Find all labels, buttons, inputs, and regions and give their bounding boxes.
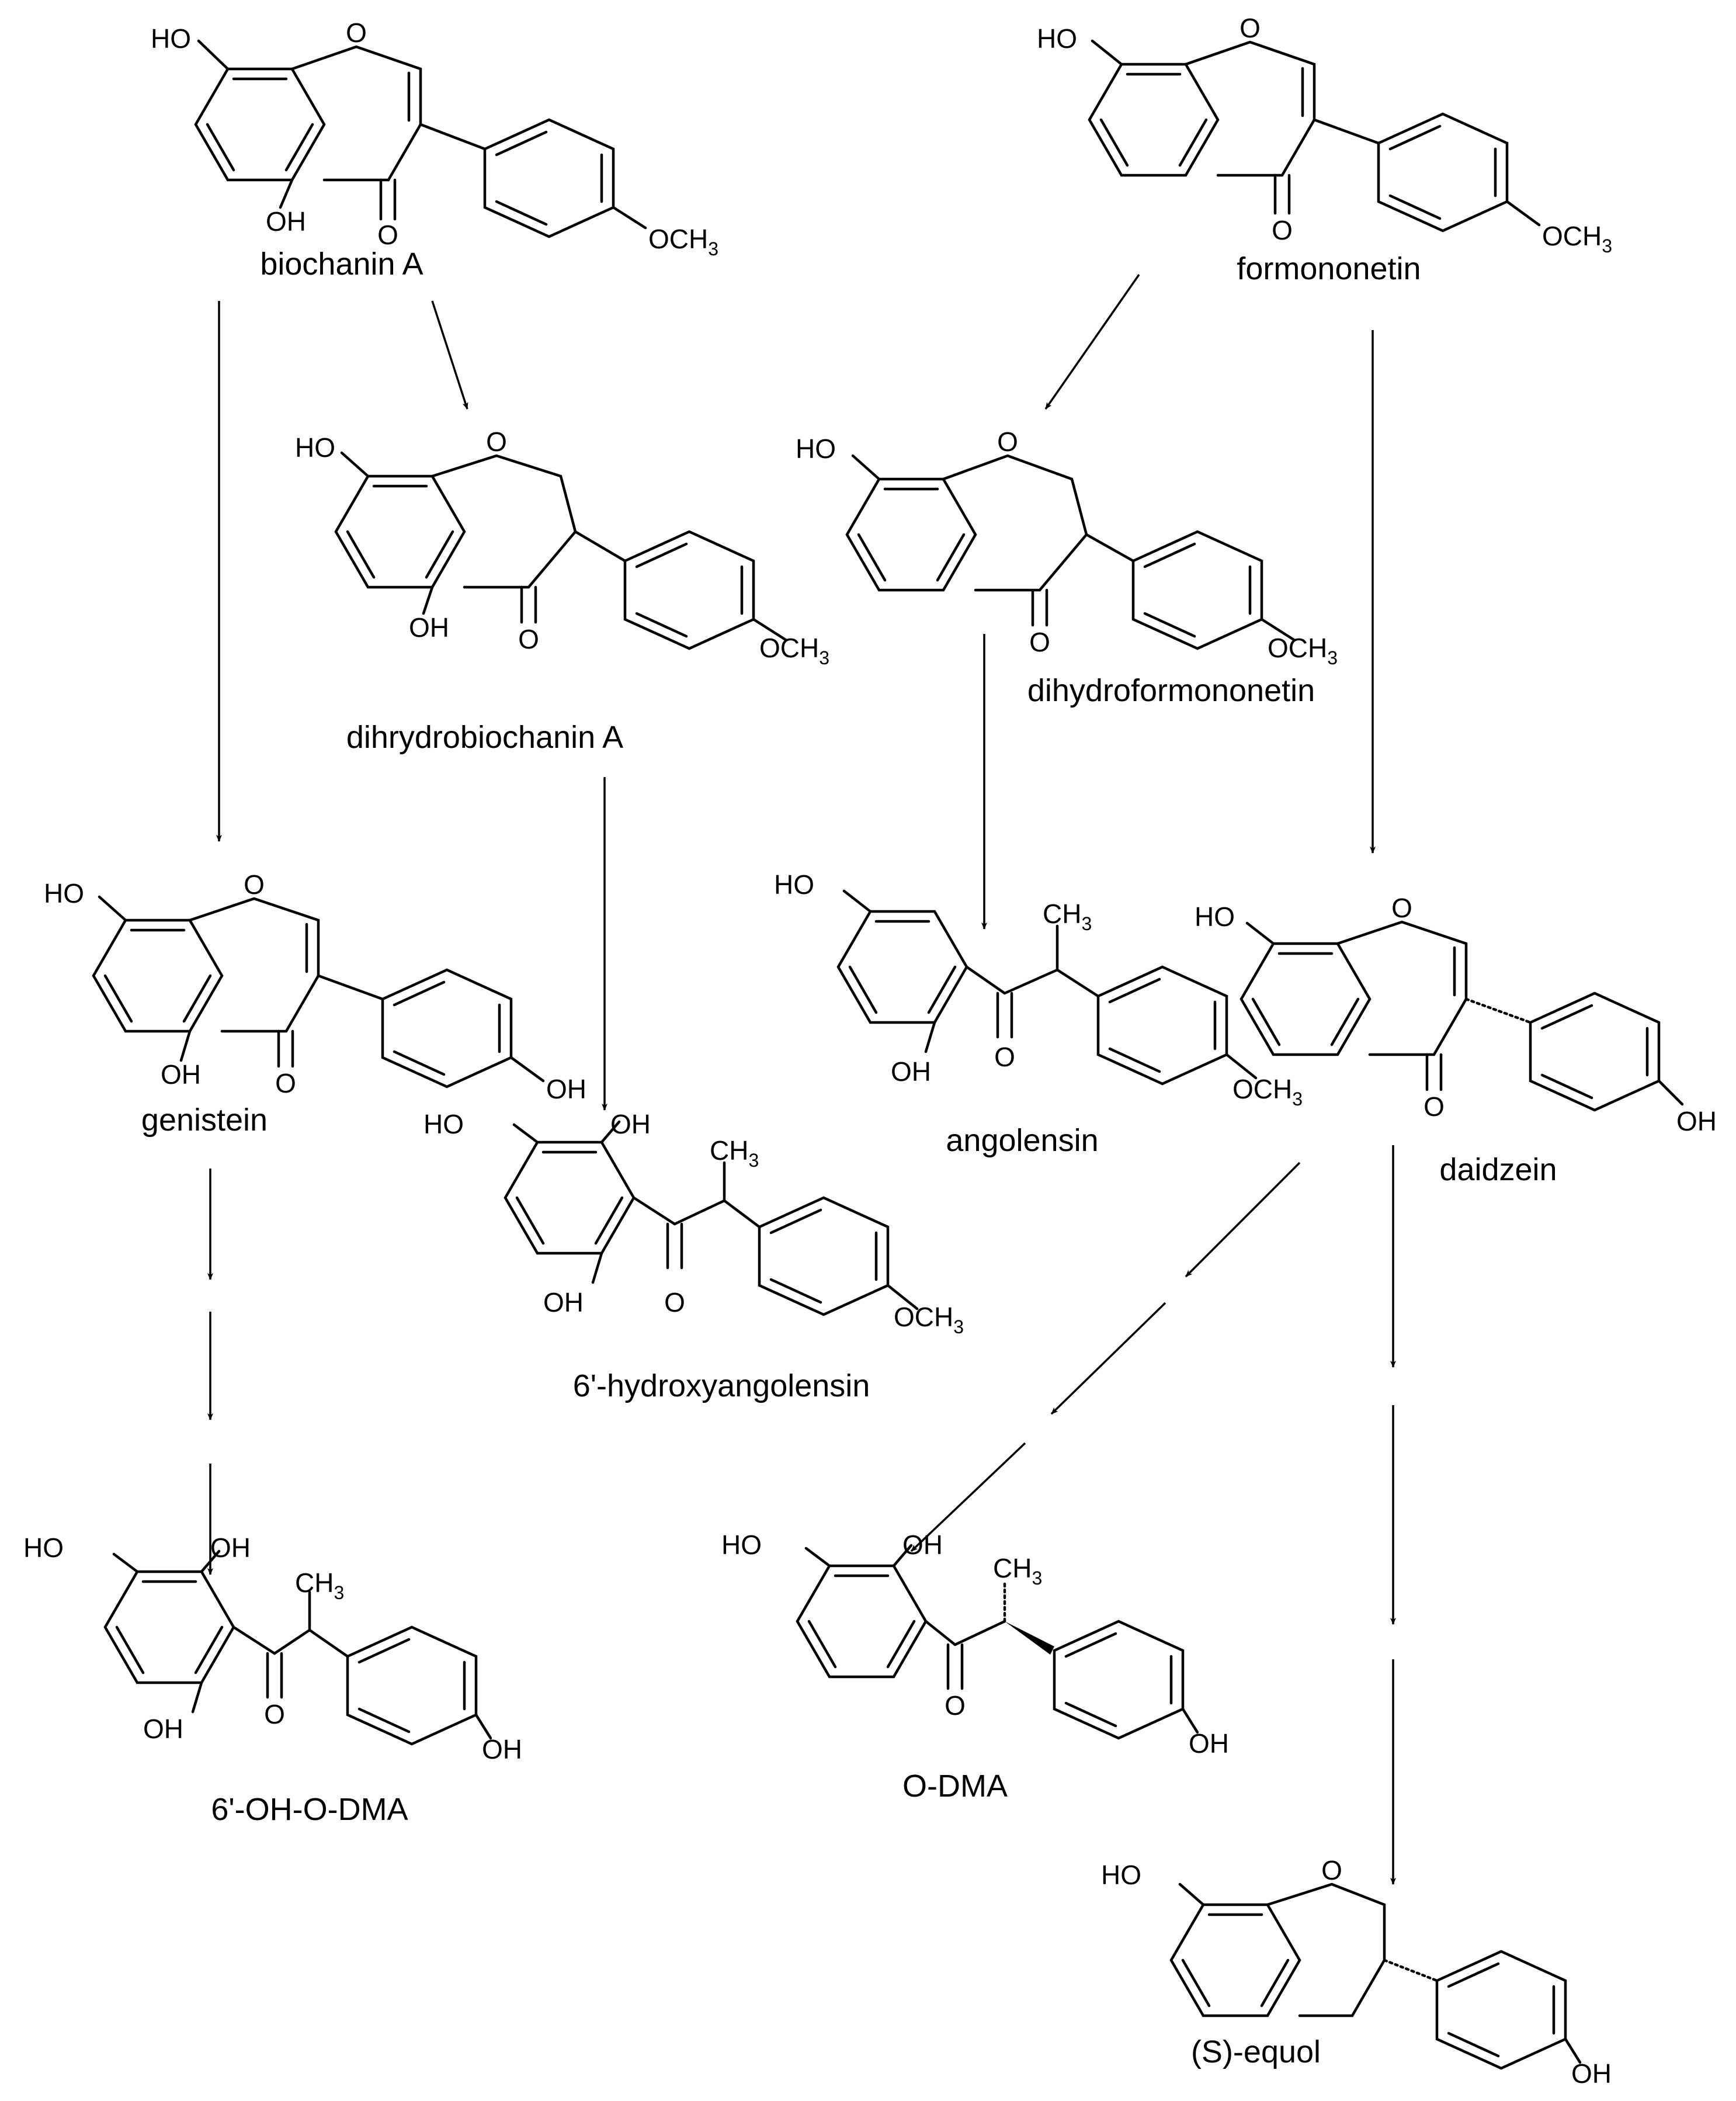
compound-dihydrobiochanin-a: HO O OH O OCH3 dihrydrobiochanin A [295, 427, 829, 755]
compound-name: daidzein [1439, 1152, 1557, 1187]
atom-label: O [244, 869, 265, 900]
atom-label: OH [546, 1074, 586, 1104]
atom-label: OCH3 [648, 224, 718, 259]
arrow-biochanin-to-dihydrobiochanin [431, 300, 468, 410]
compound-formononetin: HO O O OCH3 formononetin [1037, 13, 1612, 286]
compound-name: biochanin A [260, 247, 423, 282]
atom-label: HO [23, 1533, 64, 1563]
compound-name: O-DMA [902, 1769, 1008, 1804]
atom-label: O [1423, 1091, 1445, 1122]
atom-label: O [1391, 893, 1412, 923]
atom-label: O [1029, 627, 1050, 657]
atom-label: OH [891, 1056, 931, 1087]
compound-dihydroformononetin: HO O O OCH3 dihydroformononetin [796, 427, 1338, 708]
atom-label: O [994, 1042, 1015, 1072]
atom-label: OH [902, 1530, 943, 1560]
compound-s-equol: HO O OH (S)-equol [1101, 1855, 1612, 2089]
atom-label: O [486, 427, 507, 457]
compound-name: 6'-OH-O-DMA [211, 1792, 408, 1827]
compound-angolensin: HO OH O CH3 OCH3 angolensin [774, 869, 1303, 1158]
reaction-arrows [207, 274, 1396, 1885]
atom-label: OH [482, 1734, 522, 1764]
compound-6-oh-o-dma: HO OH OH O CH3 OH 6'-OH-O-DMA [23, 1533, 522, 1827]
compound-biochanin-a: HO O OH O OCH3 biochanin A [151, 18, 718, 282]
arrow-daidzein-to-odma-step-1 [1185, 1162, 1301, 1278]
atom-label: OCH3 [1232, 1074, 1303, 1110]
atom-label: OCH3 [1542, 221, 1612, 256]
arrow-daidzein-to-odma-step-3 [910, 1442, 1026, 1552]
atom-label: O [377, 220, 398, 250]
arrow-daidzein-to-odma-step-2 [1050, 1302, 1166, 1415]
compound-name: angolensin [946, 1123, 1098, 1158]
atom-label: HO [423, 1109, 464, 1139]
atom-label: O [275, 1068, 296, 1098]
arrow-formononetin-to-dihydroformononetin [1044, 274, 1140, 410]
atom-label: CH3 [993, 1553, 1042, 1589]
atom-label: OCH3 [759, 633, 829, 668]
atom-label: O [945, 1690, 966, 1721]
atom-label: OH [409, 612, 449, 643]
atom-label: HO [1195, 902, 1235, 932]
atom-label: OCH3 [1268, 633, 1338, 668]
atom-label: O [264, 1699, 285, 1729]
atom-label: OH [266, 206, 306, 237]
atom-label: HO [796, 434, 836, 464]
atom-label: O [664, 1287, 685, 1318]
atom-label: O [518, 624, 539, 654]
compound-name: genistein [141, 1102, 268, 1138]
atom-label: OH [543, 1287, 584, 1318]
compound-name: formononetin [1237, 251, 1421, 286]
atom-label: O [1272, 215, 1293, 245]
atom-label: OH [1676, 1106, 1717, 1136]
compound-daidzein: HO O O OH daidzein [1195, 893, 1717, 1187]
compound-name: 6'-hydroxyangolensin [573, 1368, 870, 1403]
compound-6-hydroxyangolensin: HO OH OH O CH3 OCH3 6'-hydroxyangolensin [423, 1109, 964, 1403]
atom-label: HO [295, 432, 335, 463]
atom-label: OH [161, 1059, 201, 1090]
atom-label: HO [1101, 1860, 1141, 1890]
atom-label: OH [610, 1109, 651, 1139]
atom-label: HO [151, 23, 191, 54]
atom-label: OH [143, 1714, 183, 1744]
compound-name: (S)-equol [1191, 2034, 1321, 2069]
atom-label: HO [1037, 23, 1077, 54]
atom-label: OH [1189, 1728, 1229, 1759]
atom-label: CH3 [295, 1568, 344, 1603]
atom-label: O [1239, 13, 1261, 43]
atom-label: OH [1571, 2058, 1612, 2089]
atom-label: CH3 [1043, 899, 1092, 934]
compound-name: dihrydrobiochanin A [346, 720, 623, 755]
compound-o-dma: HO OH O CH3 OH O-DMA [721, 1530, 1229, 1804]
atom-label: HO [774, 869, 814, 900]
atom-label: CH3 [710, 1135, 759, 1171]
atom-label: OH [210, 1533, 251, 1563]
atom-label: HO [44, 878, 84, 909]
compound-name: dihydroformononetin [1027, 673, 1315, 708]
atom-label: HO [721, 1530, 762, 1560]
compound-genistein: HO O OH O OH genistein [44, 869, 586, 1138]
atom-label: O [997, 427, 1018, 457]
atom-label: O [1321, 1855, 1342, 1885]
atom-label: O [346, 18, 367, 48]
atom-label: OCH3 [894, 1302, 964, 1337]
